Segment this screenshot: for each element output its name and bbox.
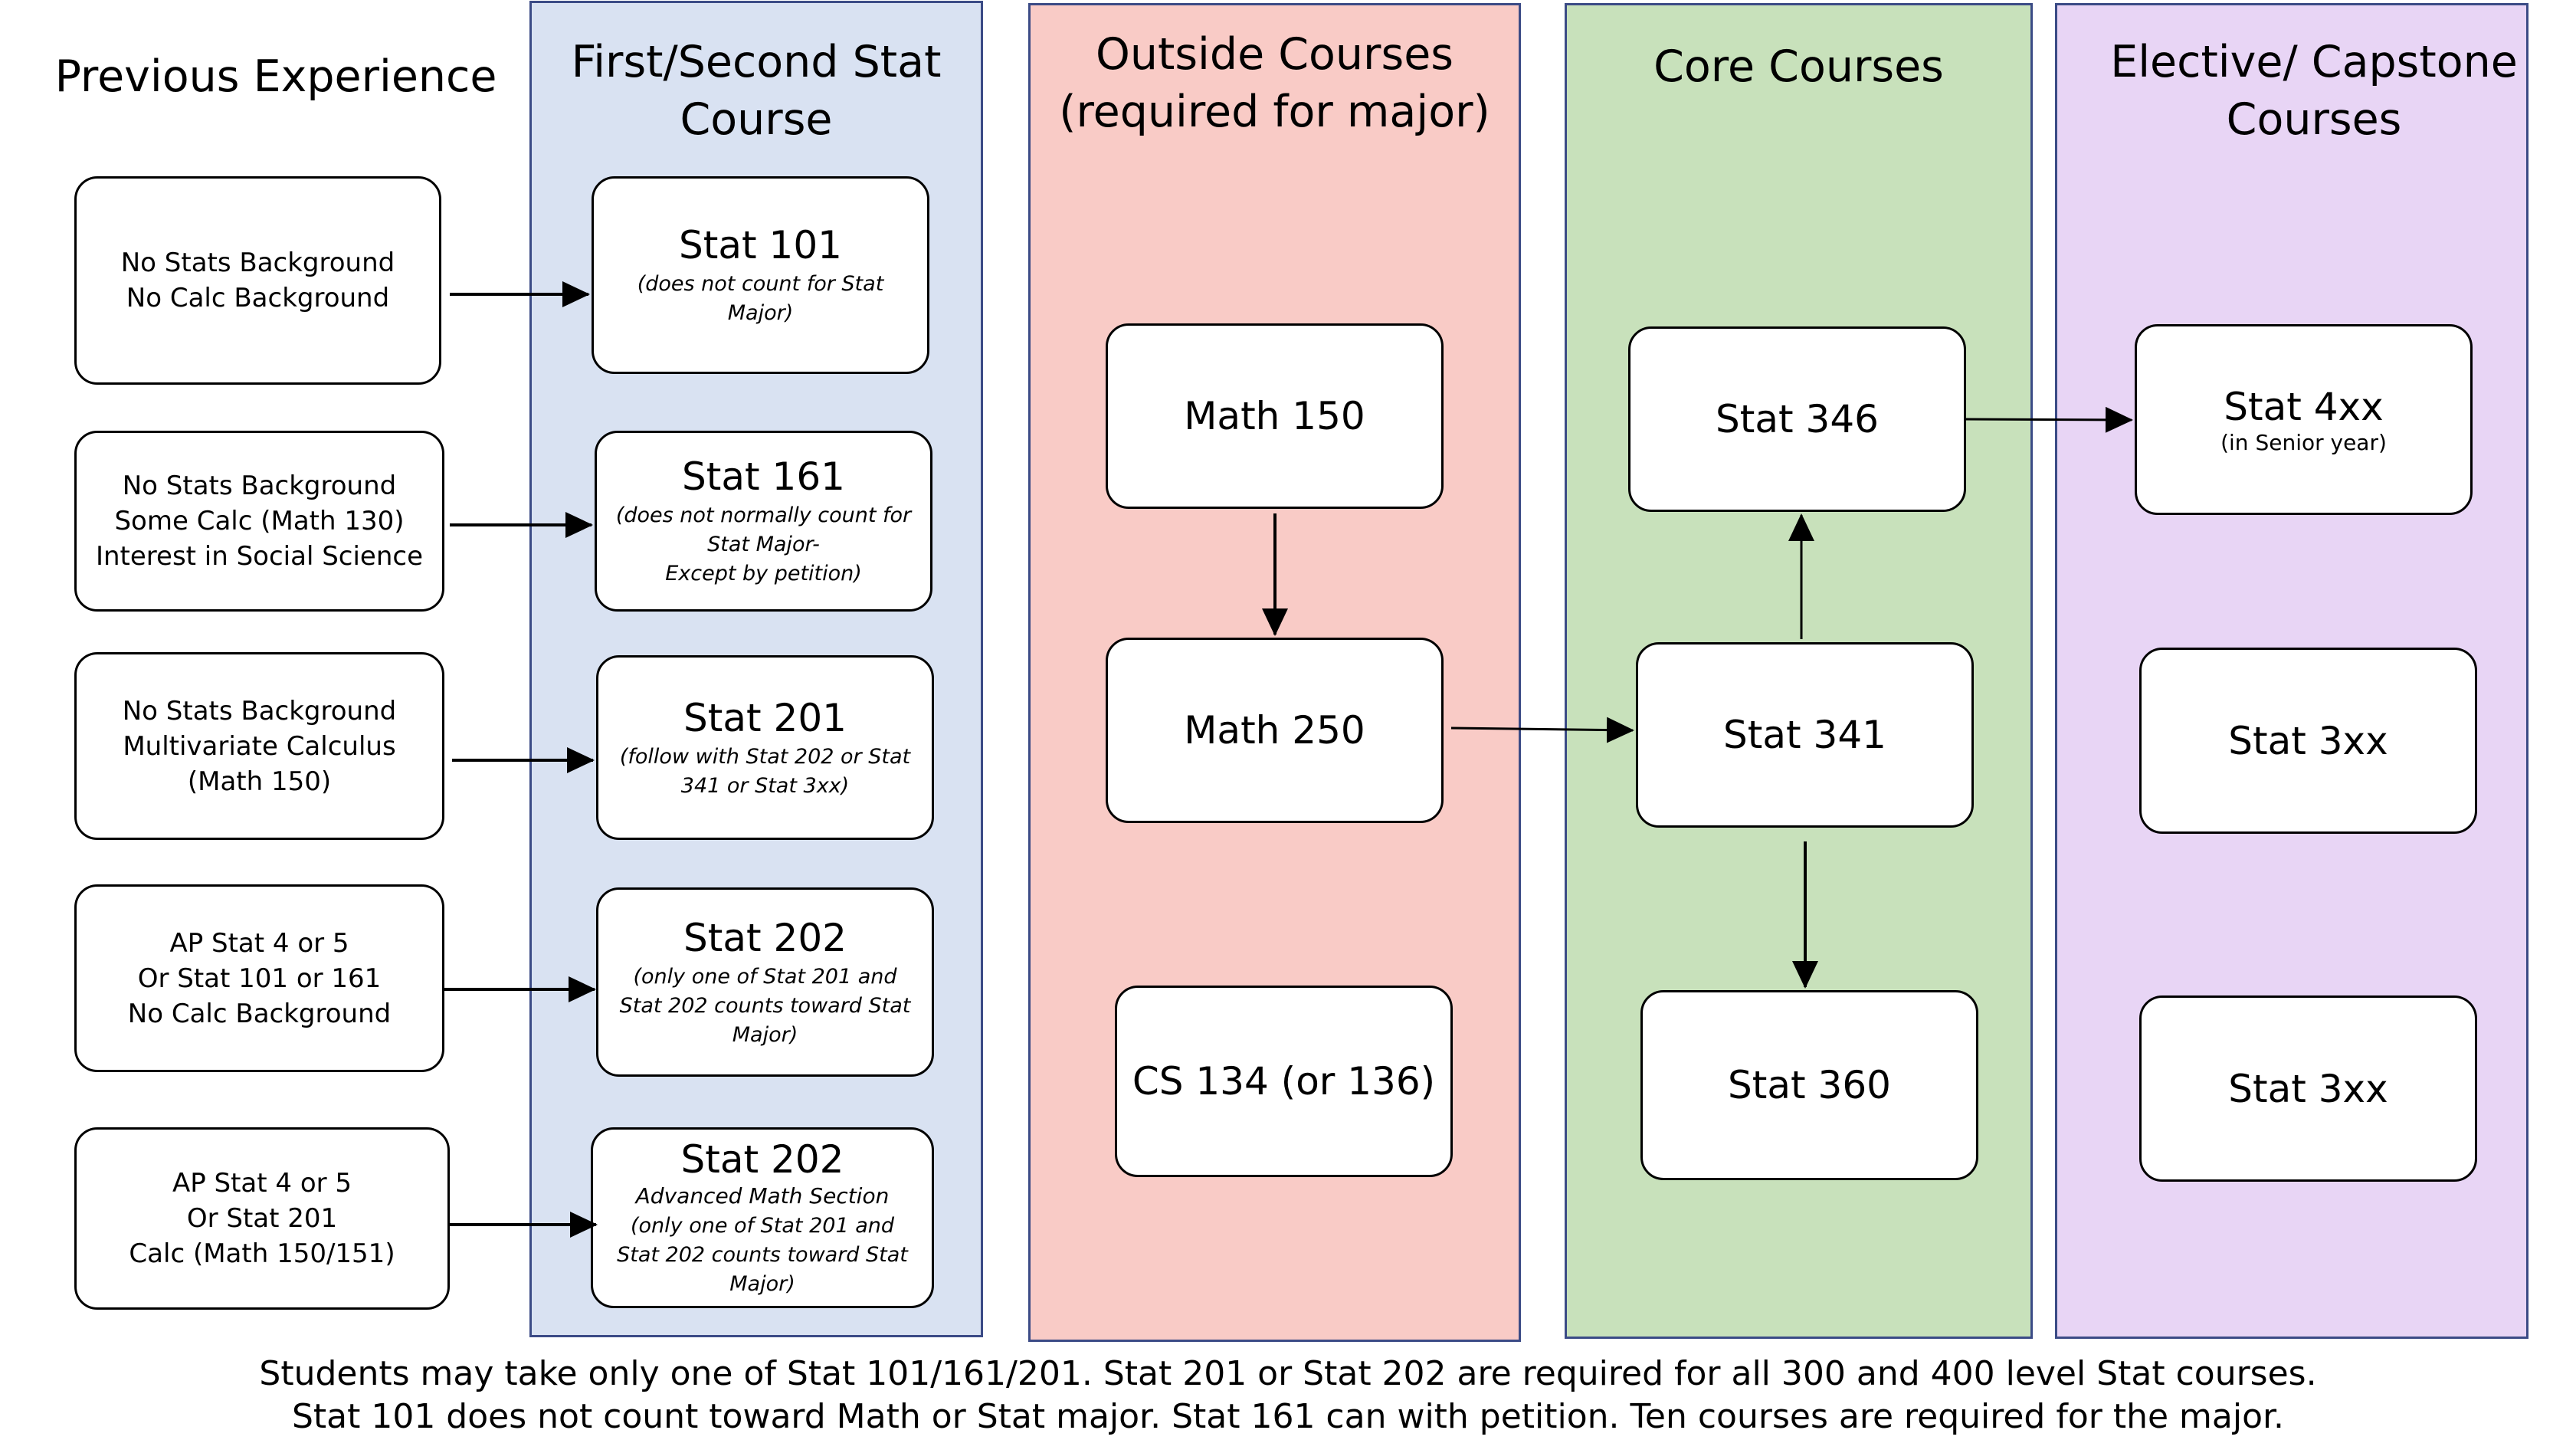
course-box-stat-346: Stat 346 [1628, 326, 1966, 512]
course-title: Stat 202 [680, 1137, 844, 1182]
course-note: (only one of Stat 201 and Stat 202 count… [617, 1214, 908, 1296]
footer-note-line1: Students may take only one of Stat 101/1… [259, 1354, 2317, 1393]
course-box-stat-3xx: Stat 3xx [2139, 648, 2477, 834]
course-box-stat-101: Stat 101 (does not count for Stat Major) [592, 176, 929, 374]
course-box-cs-134: CS 134 (or 136) [1115, 986, 1453, 1177]
course-title: Stat 346 [1716, 397, 1879, 441]
course-box-stat-202-advanced: Stat 202 Advanced Math Section (only one… [591, 1127, 934, 1308]
course-box-stat-3xx: Stat 3xx [2139, 995, 2477, 1182]
course-note: (only one of Stat 201 and Stat 202 count… [619, 964, 911, 1047]
course-title: CS 134 (or 136) [1132, 1059, 1436, 1104]
course-note: (follow with Stat 202 or Stat 341 or Sta… [619, 744, 911, 798]
course-title: Stat 201 [683, 695, 847, 740]
course-title: Stat 3xx [2228, 1066, 2388, 1111]
course-box-stat-341: Stat 341 [1636, 642, 1974, 828]
course-box-stat-202: Stat 202 (only one of Stat 201 and Stat … [596, 887, 934, 1077]
course-title: Stat 4xx [2224, 384, 2384, 429]
experience-box: AP Stat 4 or 5 Or Stat 201 Calc (Math 15… [74, 1127, 450, 1310]
course-subtitle: Advanced Math Section [635, 1183, 890, 1209]
course-title: Math 150 [1184, 394, 1365, 438]
course-title: Stat 3xx [2228, 718, 2388, 763]
experience-text: No Stats Background No Calc Background [120, 248, 395, 313]
title-elective-courses: Elective/ Capstone Courses [2110, 37, 2518, 145]
title-core-courses: Core Courses [1653, 41, 1944, 92]
course-box-stat-4xx: Stat 4xx (in Senior year) [2135, 324, 2473, 515]
title-previous-experience: Previous Experience [54, 51, 497, 102]
course-title: Stat 360 [1728, 1063, 1891, 1107]
course-title: Stat 161 [682, 454, 845, 499]
course-box-stat-201: Stat 201 (follow with Stat 202 or Stat 3… [596, 655, 934, 840]
course-title: Stat 202 [683, 915, 847, 960]
course-note: (does not count for Stat Major) [637, 272, 884, 325]
course-title: Stat 341 [1723, 713, 1886, 757]
course-title: Math 250 [1184, 708, 1365, 753]
experience-text: AP Stat 4 or 5 Or Stat 201 Calc (Math 15… [129, 1168, 395, 1269]
experience-box: No Stats Background No Calc Background [74, 176, 441, 385]
experience-text: No Stats Background Some Calc (Math 130)… [95, 471, 424, 572]
experience-box: AP Stat 4 or 5 Or Stat 101 or 161 No Cal… [74, 884, 444, 1072]
title-first-second: First/Second Stat Course [571, 37, 942, 145]
title-outside-courses: Outside Courses (required for major) [1059, 29, 1490, 137]
course-note: (does not normally count for Stat Major-… [615, 503, 912, 585]
course-box-stat-161: Stat 161 (does not normally count for St… [595, 431, 932, 612]
course-box-stat-360: Stat 360 [1640, 990, 1978, 1180]
course-title: Stat 101 [679, 223, 842, 267]
experience-text: AP Stat 4 or 5 Or Stat 101 or 161 No Cal… [127, 927, 392, 1029]
footer-note-line2: Stat 101 does not count toward Math or S… [291, 1397, 2285, 1436]
course-box-math-250: Math 250 [1106, 638, 1444, 823]
experience-box: No Stats Background Some Calc (Math 130)… [74, 431, 444, 612]
course-note: (in Senior year) [2220, 429, 2387, 455]
experience-text: No Stats Background Multivariate Calculu… [122, 695, 397, 797]
course-box-math-150: Math 150 [1106, 323, 1444, 509]
experience-box: No Stats Background Multivariate Calculu… [74, 652, 444, 840]
